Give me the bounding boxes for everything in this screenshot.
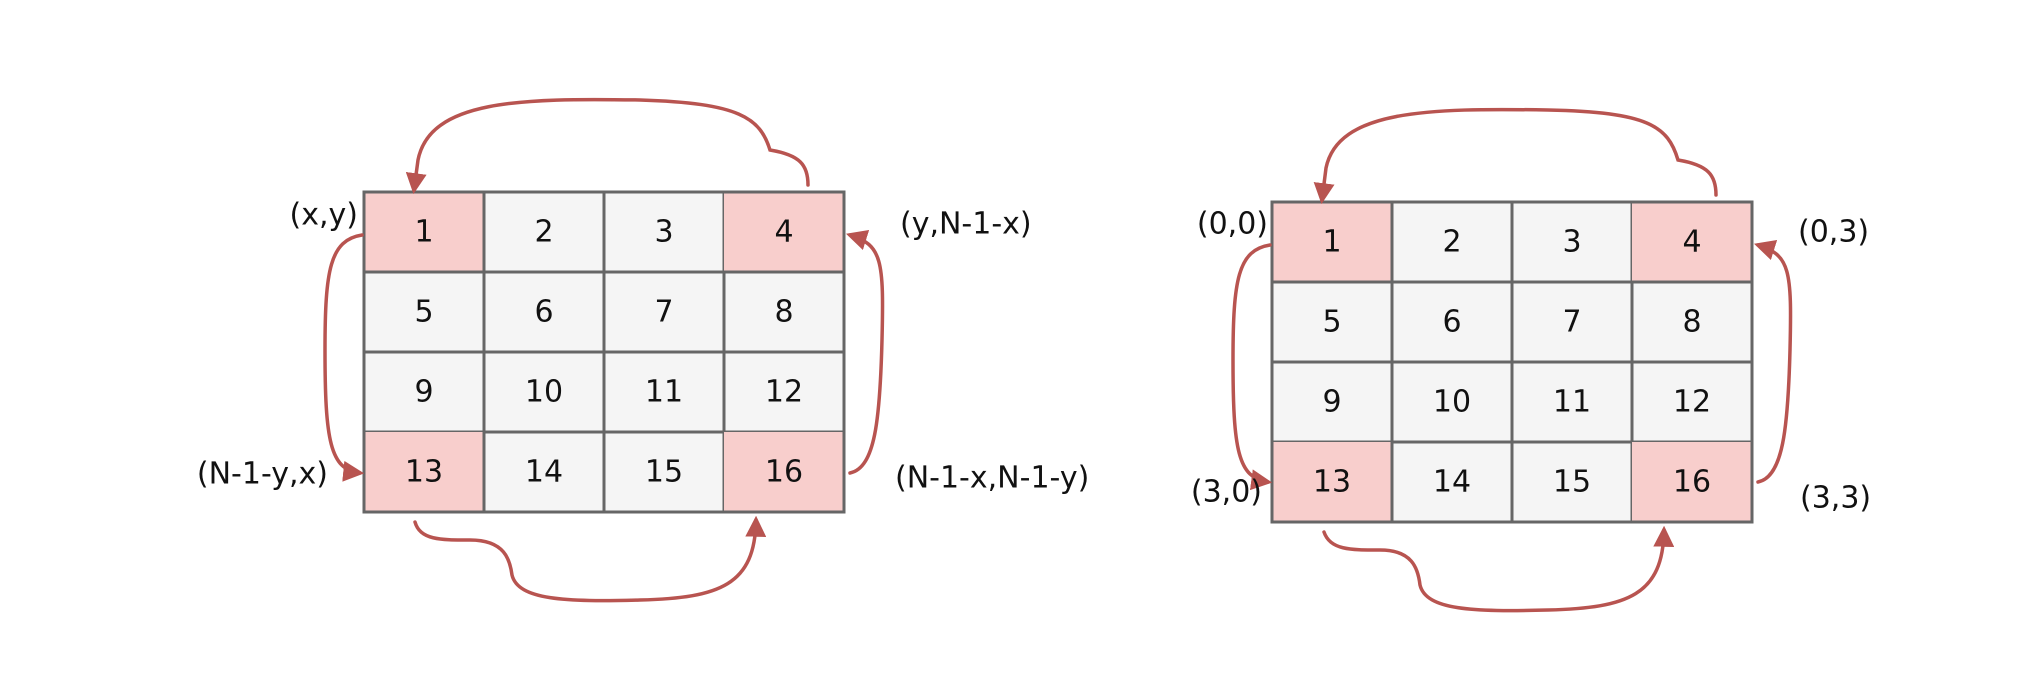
grid-cell-label: 15	[645, 455, 683, 490]
corner-label-top-left: (x,y)	[290, 198, 358, 233]
grid-cell-label: 8	[774, 295, 793, 330]
arrow-bottom-right	[1322, 525, 1675, 613]
grid-cell-highlighted	[364, 432, 484, 512]
grid-cell-label: 4	[774, 215, 793, 250]
arrows-left	[323, 97, 885, 603]
grid-cell	[1510, 360, 1634, 444]
grid-cell-label: 7	[1562, 305, 1581, 340]
grid-cell-label: 10	[1433, 385, 1471, 420]
grid-cell-label: 14	[525, 455, 563, 490]
grid-cell-label: 5	[1322, 305, 1341, 340]
grid-cell-label: 16	[1673, 465, 1711, 500]
grid-cell	[722, 270, 846, 354]
grid-cell-label: 2	[1442, 225, 1461, 260]
grid-cell-label: 15	[1553, 465, 1591, 500]
corner-label-bottom-left: (N-1-y,x)	[197, 457, 328, 492]
grid-cell-label: 1	[414, 215, 433, 250]
grid-cell-highlighted	[724, 432, 844, 512]
grid-cell-label: 3	[1562, 225, 1581, 260]
grid-cell	[1630, 360, 1754, 444]
grid-border	[362, 190, 846, 514]
grid-cell-label: 16	[765, 455, 803, 490]
grid-cell-label: 4	[1682, 225, 1701, 260]
grid-cell-highlighted	[724, 192, 844, 272]
arrow-right-left	[845, 229, 885, 475]
corner-label-bottom-right: (N-1-x,N-1-y)	[895, 461, 1089, 496]
grid-cell	[362, 350, 486, 434]
arrow-left-left	[323, 233, 365, 482]
grid-cell-highlighted	[1632, 442, 1752, 522]
grid-cell-label: 2	[534, 215, 553, 250]
labels-right: (0,0) (0,3) (3,0) (3,3)	[1191, 207, 1871, 516]
arrow-top-left	[405, 97, 810, 195]
grid-cell	[1270, 280, 1394, 364]
grid-cell-label: 3	[654, 215, 673, 250]
arrow-right-right	[1753, 239, 1793, 484]
grid-cell-highlighted	[1272, 202, 1392, 282]
grid-cell-label: 13	[1313, 465, 1351, 500]
grid-cell	[482, 350, 606, 434]
grid-cell	[482, 430, 606, 514]
grid-cell-label: 7	[654, 295, 673, 330]
grid-cell	[722, 350, 846, 434]
grid-cell-highlighted	[1272, 442, 1392, 522]
grid-cell	[1390, 200, 1514, 284]
grid-cell-label: 13	[405, 455, 443, 490]
grid-cell	[602, 270, 726, 354]
corner-label-bottom-left: (3,0)	[1191, 475, 1262, 510]
grid-cell-highlighted	[364, 192, 484, 272]
corner-label-bottom-right: (3,3)	[1800, 481, 1871, 516]
grid-cell	[482, 190, 606, 274]
arrow-top-right	[1313, 107, 1718, 205]
grid-cell	[1510, 200, 1634, 284]
grid-cell	[1630, 280, 1754, 364]
grid-cell-label: 12	[1673, 385, 1711, 420]
grid-cell-label: 10	[525, 375, 563, 410]
grid-cell-label: 11	[1553, 385, 1591, 420]
grid-cell-highlighted	[1632, 202, 1752, 282]
grid-cell-label: 12	[765, 375, 803, 410]
arrow-bottom-left	[413, 515, 767, 603]
grid-cell-label: 8	[1682, 305, 1701, 340]
grid-cell-label: 9	[414, 375, 433, 410]
grid-cell-label: 6	[534, 295, 553, 330]
grid-cell-label: 11	[645, 375, 683, 410]
arrows-right	[1231, 107, 1793, 613]
corner-label-top-left: (0,0)	[1197, 207, 1268, 242]
corner-label-top-right: (0,3)	[1798, 215, 1869, 250]
grid-cell-label: 9	[1322, 385, 1341, 420]
corner-label-top-right: (y,N-1-x)	[900, 207, 1032, 242]
grid-cell-label: 5	[414, 295, 433, 330]
grid-cell	[1270, 360, 1394, 444]
arrow-left-right	[1231, 243, 1273, 491]
grid-cell-label: 14	[1433, 465, 1471, 500]
grid-cell-label: 6	[1442, 305, 1461, 340]
grid-border	[1270, 200, 1754, 524]
labels-left: (x,y) (y,N-1-x) (N-1-y,x) (N-1-x,N-1-y)	[197, 198, 1089, 496]
grid-cell-label: 1	[1322, 225, 1341, 260]
